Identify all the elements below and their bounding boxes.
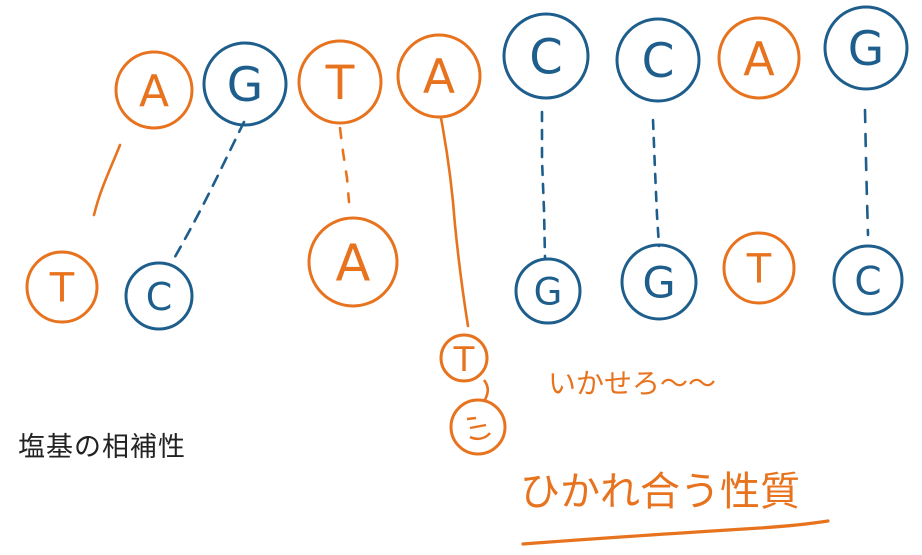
face-mouth: [469, 432, 491, 441]
bottom-nucleotide-8: C: [832, 244, 904, 316]
bottom-nucleotide-circle: [514, 257, 582, 325]
face-circle: [449, 398, 507, 456]
face-eye-right: [469, 423, 487, 430]
bottom-nucleotide-letter: C: [146, 275, 173, 319]
bottom-nucleotide-circle: [620, 243, 698, 321]
bond-line-a-t: [92, 143, 122, 217]
bottom-nucleotide-7: T: [722, 231, 796, 305]
top-nucleotide-letter: C: [529, 30, 563, 86]
top-nucleotide-8: G: [823, 5, 909, 91]
face-eye-left: [466, 416, 477, 421]
top-nucleotide-letter: T: [325, 56, 355, 111]
strand-line-a-t: [439, 116, 470, 328]
caption-text: ひかれ合う性質: [520, 469, 800, 515]
bottom-nucleotide-5: G: [514, 257, 582, 325]
bottom-nucleotide-letter: C: [854, 259, 881, 304]
bottom-nucleotide-3: A: [307, 216, 399, 308]
bottom-nucleotide-circle: [722, 231, 796, 305]
page-title: 塩基の相補性: [18, 432, 186, 463]
top-nucleotide-7: A: [717, 16, 801, 100]
bottom-nucleotide-circle: [307, 216, 399, 308]
free-t-circle: [439, 333, 489, 383]
bottom-nucleotide-letter: G: [534, 270, 563, 313]
top-nucleotide-letter: G: [227, 58, 263, 113]
top-nucleotide-letter: A: [423, 50, 455, 105]
top-nucleotide-circle: [717, 16, 801, 100]
bottom-nucleotide-2: C: [124, 261, 194, 331]
top-nucleotide-letter: A: [139, 66, 169, 117]
bottom-nucleotide-letter: G: [642, 259, 675, 309]
top-nucleotide-circle: [823, 5, 909, 91]
bottom-nucleotide-1: T: [25, 250, 99, 324]
bottom-nucleotide-letter: T: [746, 247, 772, 293]
bottom-nucleotide-letter: A: [336, 234, 371, 293]
top-nucleotide-5: C: [502, 12, 590, 100]
top-nucleotide-letter: G: [848, 22, 884, 77]
bond-line-c-g: [540, 110, 547, 260]
top-nucleotide-2: G: [202, 41, 288, 127]
bond-line-g-c-2: [863, 108, 870, 237]
top-nucleotide-4: A: [396, 33, 482, 119]
bottom-nucleotide-circle: [25, 250, 99, 324]
top-nucleotide-6: C: [615, 17, 701, 103]
bottom-nucleotide-6: G: [620, 243, 698, 321]
bottom-nucleotide-circle: [832, 244, 904, 316]
top-nucleotide-circle: [615, 17, 701, 103]
top-nucleotide-1: A: [114, 50, 194, 130]
top-nucleotide-circle: [297, 39, 383, 125]
annotation-text: いかせろ〜〜: [548, 367, 716, 400]
bond-line-g-c: [170, 120, 246, 264]
bottom-nucleotide-circle: [124, 261, 194, 331]
top-nucleotide-circle: [202, 41, 288, 127]
top-nucleotide-letter: C: [642, 34, 675, 89]
bond-line-c-g-2: [651, 118, 661, 248]
top-nucleotide-circle: [114, 50, 194, 130]
top-nucleotide-3: T: [297, 39, 383, 125]
smiling-face-icon: [449, 398, 507, 456]
free-t-letter: T: [453, 340, 475, 380]
bottom-nucleotide-letter: T: [49, 266, 75, 312]
free-nucleotide-t: T: [439, 333, 489, 383]
bond-line-t-a: [338, 126, 351, 204]
top-nucleotide-circle: [502, 12, 590, 100]
top-nucleotide-letter: A: [743, 32, 775, 86]
face-link-line: [482, 379, 490, 403]
caption-underline: [521, 519, 830, 546]
top-nucleotide-circle: [396, 33, 482, 119]
